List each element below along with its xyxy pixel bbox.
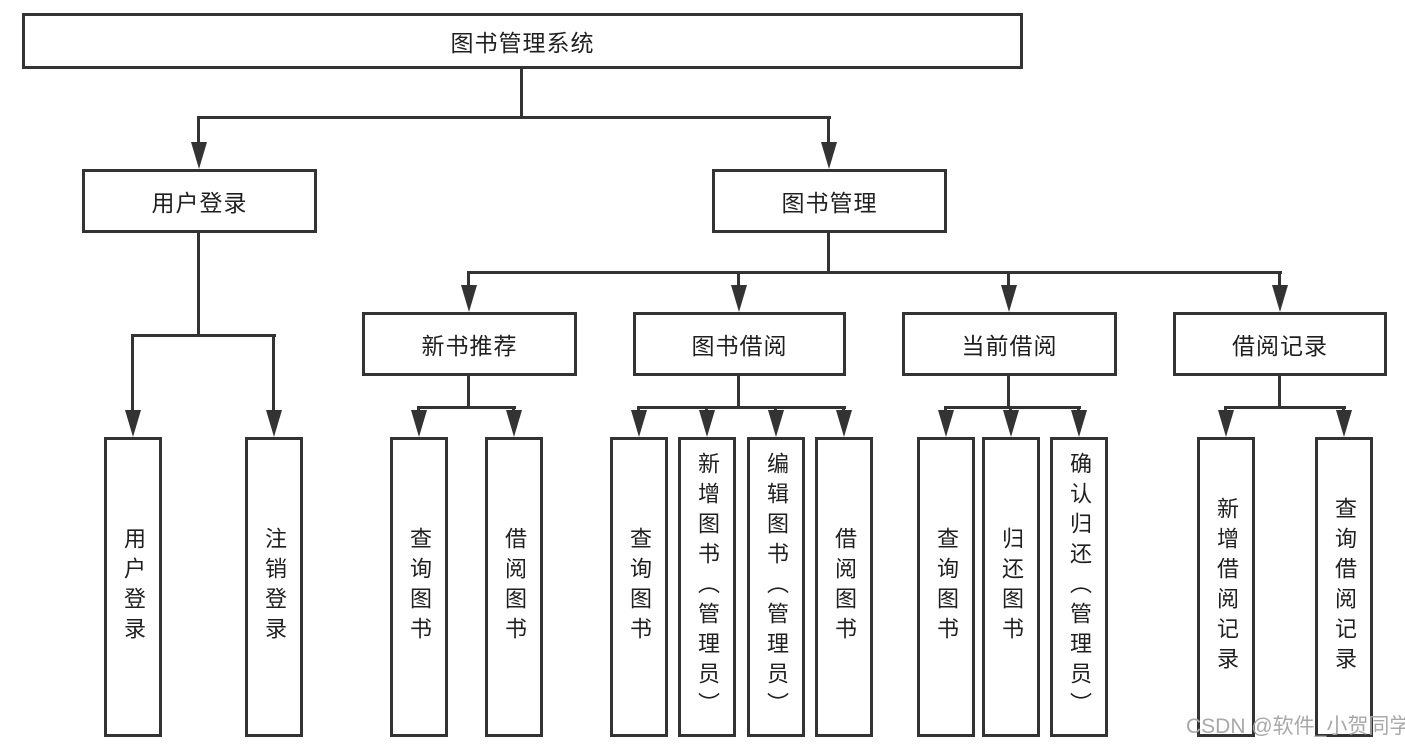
connector-line xyxy=(1007,375,1010,408)
node-new-book-recommend: 新书推荐 xyxy=(362,312,577,376)
arrowhead-icon xyxy=(266,410,282,437)
leaf-query-books-borrow-label: 查询图书 xyxy=(627,527,652,647)
connector-line xyxy=(131,334,134,412)
leaf-borrow-books-label: 借阅图书 xyxy=(832,527,857,647)
connector-line xyxy=(1007,271,1010,286)
arrowhead-icon xyxy=(1003,410,1019,437)
arrowhead-icon xyxy=(631,410,647,437)
leaf-query-books-borrow: 查询图书 xyxy=(610,437,668,737)
leaf-query-borrow-record-label: 查询借阅记录 xyxy=(1332,497,1357,677)
leaf-edit-books-admin: 编辑图书（管理员） xyxy=(747,437,805,737)
connector-line xyxy=(827,116,830,143)
leaf-borrow-books: 借阅图书 xyxy=(815,437,873,737)
connector-line xyxy=(1077,406,1080,411)
leaf-add-borrow-record: 新增借阅记录 xyxy=(1197,437,1255,737)
arrowhead-icon xyxy=(821,142,837,169)
connector-line xyxy=(520,68,523,118)
connector-line xyxy=(842,406,845,411)
leaf-query-books-current: 查询图书 xyxy=(917,437,975,737)
node-root-label: 图书管理系统 xyxy=(450,30,595,56)
arrowhead-icon xyxy=(1071,410,1087,437)
connector-line xyxy=(197,116,200,143)
node-book-management-label: 图书管理 xyxy=(781,190,878,216)
arrowhead-icon xyxy=(411,410,427,437)
leaf-add-borrow-record-label: 新增借阅记录 xyxy=(1214,497,1239,677)
arrowhead-icon xyxy=(1336,410,1352,437)
connector-line xyxy=(467,375,470,408)
node-user-login: 用户登录 xyxy=(82,169,317,233)
leaf-query-books-recommend-label: 查询图书 xyxy=(407,527,432,647)
node-borrow-record: 借阅记录 xyxy=(1173,312,1387,376)
connector-line xyxy=(512,406,515,411)
node-borrow-record-label: 借阅记录 xyxy=(1232,333,1328,359)
connector-line xyxy=(1278,375,1281,408)
connector-line xyxy=(944,406,1081,409)
connector-line xyxy=(774,406,777,411)
leaf-logout-label: 注销登录 xyxy=(262,527,287,647)
connector-line xyxy=(467,271,470,286)
connector-line xyxy=(1224,406,1227,411)
leaf-user-login: 用户登录 xyxy=(104,437,162,737)
leaf-edit-books-admin-label: 编辑图书（管理员） xyxy=(764,452,789,722)
connector-line xyxy=(637,406,640,411)
arrowhead-icon xyxy=(125,410,141,437)
node-book-borrow: 图书借阅 xyxy=(633,312,846,376)
connector-line xyxy=(197,116,831,119)
connector-line xyxy=(637,406,846,409)
connector-line xyxy=(1342,406,1345,411)
leaf-return-books: 归还图书 xyxy=(982,437,1040,737)
leaf-logout: 注销登录 xyxy=(245,437,303,737)
connector-line xyxy=(131,334,276,337)
arrowhead-icon xyxy=(506,410,522,437)
connector-line xyxy=(827,233,830,274)
connector-line xyxy=(944,406,947,411)
connector-line xyxy=(467,271,1282,274)
leaf-add-books-admin: 新增图书（管理员） xyxy=(678,437,736,737)
arrowhead-icon xyxy=(731,285,747,312)
leaf-confirm-return-admin-label: 确认归还（管理员） xyxy=(1067,452,1092,722)
node-current-borrow-label: 当前借阅 xyxy=(961,333,1058,359)
leaf-query-borrow-record: 查询借阅记录 xyxy=(1315,437,1373,737)
leaf-borrow-books-recommend: 借阅图书 xyxy=(485,437,543,737)
leaf-query-books-recommend: 查询图书 xyxy=(390,437,448,737)
connector-line xyxy=(1009,406,1012,411)
arrowhead-icon xyxy=(461,285,477,312)
node-current-borrow: 当前借阅 xyxy=(902,312,1117,376)
leaf-confirm-return-admin: 确认归还（管理员） xyxy=(1050,437,1108,737)
node-book-management: 图书管理 xyxy=(712,169,947,233)
leaf-user-login-label: 用户登录 xyxy=(121,527,146,647)
arrowhead-icon xyxy=(768,410,784,437)
leaf-borrow-books-recommend-label: 借阅图书 xyxy=(502,527,527,647)
connector-line xyxy=(272,334,275,412)
arrowhead-icon xyxy=(699,410,715,437)
node-user-login-label: 用户登录 xyxy=(151,190,248,216)
leaf-return-books-label: 归还图书 xyxy=(999,527,1024,647)
connector-line xyxy=(1278,271,1281,286)
connector-line xyxy=(417,406,516,409)
csdn-watermark: CSDN @软件_小贺同学 xyxy=(1186,715,1405,738)
arrowhead-icon xyxy=(1272,285,1288,312)
arrowhead-icon xyxy=(938,410,954,437)
arrowhead-icon xyxy=(191,142,207,169)
arrowhead-icon xyxy=(1001,285,1017,312)
connector-line xyxy=(705,406,708,411)
connector-line xyxy=(197,233,200,337)
node-root: 图书管理系统 xyxy=(22,13,1023,69)
connector-line xyxy=(1224,406,1346,409)
connector-line xyxy=(417,406,420,411)
connector-line xyxy=(737,375,740,408)
connector-line xyxy=(737,271,740,286)
node-new-book-recommend-label: 新书推荐 xyxy=(421,333,518,359)
arrowhead-icon xyxy=(836,410,852,437)
node-book-borrow-label: 图书借阅 xyxy=(691,333,788,359)
leaf-query-books-current-label: 查询图书 xyxy=(934,527,959,647)
leaf-add-books-admin-label: 新增图书（管理员） xyxy=(695,452,720,722)
arrowhead-icon xyxy=(1218,410,1234,437)
